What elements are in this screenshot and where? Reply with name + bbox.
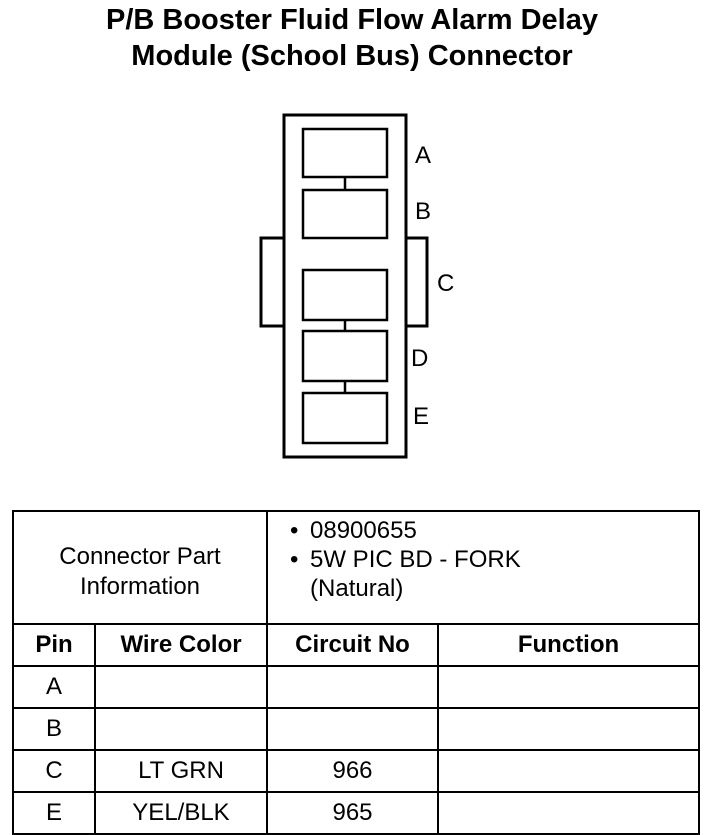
- cavity-c: [301, 268, 389, 322]
- cell-circuit-no: [266, 665, 440, 709]
- header-wire-color: Wire Color: [93, 623, 269, 667]
- cavity-d: [301, 329, 389, 383]
- title-line-1: P/B Booster Fluid Flow Alarm Delay: [105, 4, 598, 36]
- cell-wire-color: YEL/BLK: [93, 791, 269, 835]
- part-info-label: Connector Part Information: [11, 510, 269, 625]
- connector-diagram: A B C D E: [259, 113, 454, 459]
- header-function: Function: [437, 623, 701, 667]
- pin-label-e: E: [413, 403, 429, 430]
- cell-function: [437, 707, 701, 751]
- cavity-b: [301, 188, 389, 240]
- table-row: C LT GRN 966: [12, 749, 701, 793]
- cell-pin: A: [12, 665, 96, 709]
- cell-wire-color: [93, 707, 269, 751]
- bullet-icon: •: [290, 546, 299, 573]
- cell-circuit-no: [266, 707, 440, 751]
- bullet-icon: •: [290, 517, 299, 544]
- left-latch: [259, 236, 284, 328]
- title-line-2: Module (School Bus) Connector: [131, 40, 573, 72]
- part-info-label-line-1: Connector Part: [59, 542, 221, 570]
- part-info-label-line-2: Information: [79, 572, 201, 600]
- connector-info-table: Connector Part Information • 08900655 • …: [11, 510, 701, 835]
- table-row: E YEL/BLK 965: [12, 791, 701, 835]
- part-info-details: • 08900655 • 5W PIC BD - FORK (Natural): [266, 510, 701, 625]
- cell-pin: C: [12, 749, 96, 793]
- header-circuit-no: Circuit No: [266, 623, 440, 667]
- cell-wire-color: LT GRN: [93, 749, 269, 793]
- part-info-row: Connector Part Information • 08900655 • …: [11, 510, 701, 625]
- cell-wire-color: [93, 665, 269, 709]
- table-header-row: Pin Wire Color Circuit No Function: [12, 623, 701, 667]
- table-row: B: [12, 707, 701, 751]
- part-number: 08900655: [310, 517, 417, 544]
- cell-function: [437, 665, 701, 709]
- diagram-title: P/B Booster Fluid Flow Alarm Delay Modul…: [0, 2, 704, 74]
- right-latch: [406, 236, 429, 328]
- cell-function: [437, 791, 701, 835]
- part-color: (Natural): [310, 575, 404, 602]
- table-row: A: [12, 665, 701, 709]
- cell-function: [437, 749, 701, 793]
- cell-circuit-no: 966: [266, 749, 440, 793]
- cell-pin: E: [12, 791, 96, 835]
- part-description: 5W PIC BD - FORK: [310, 546, 521, 573]
- cell-pin: B: [12, 707, 96, 751]
- cavity-a: [301, 127, 389, 179]
- pin-label-b: B: [415, 198, 431, 225]
- cell-circuit-no: 965: [266, 791, 440, 835]
- header-pin: Pin: [12, 623, 96, 667]
- pin-label-c: C: [437, 270, 454, 297]
- cavity-e: [301, 391, 389, 445]
- pin-label-a: A: [415, 142, 431, 169]
- pin-label-d: D: [411, 345, 428, 372]
